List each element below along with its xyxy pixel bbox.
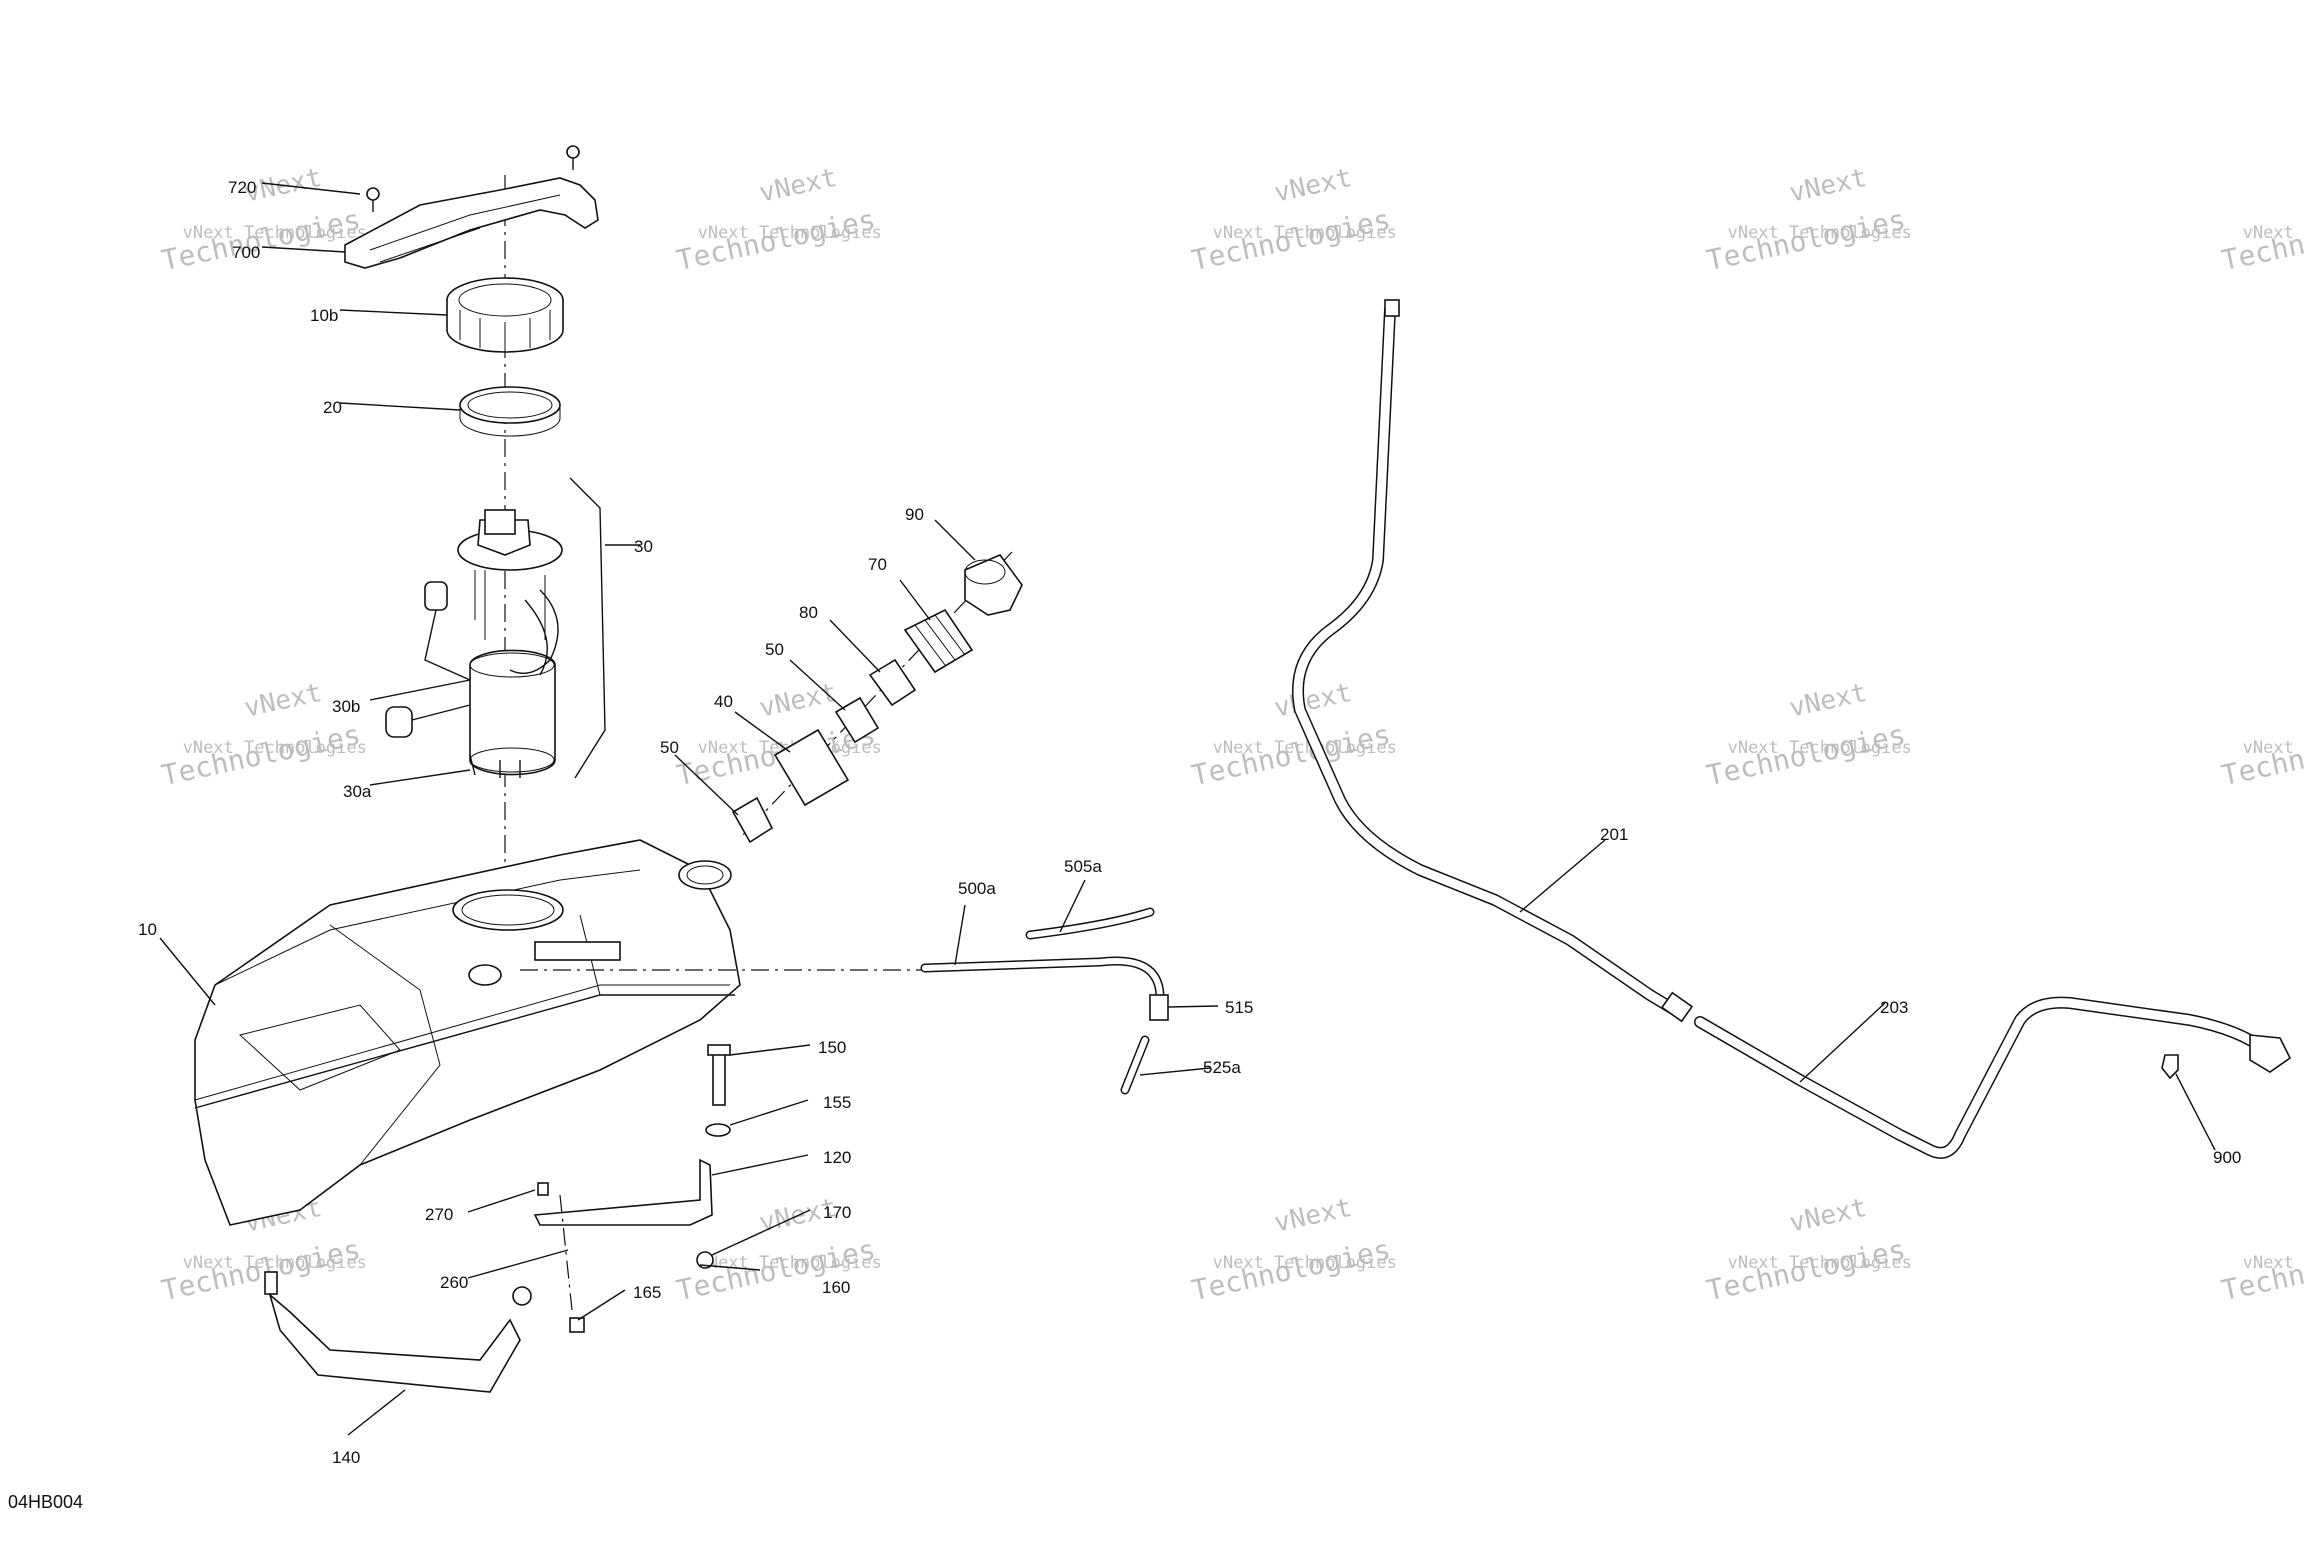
fuel-line-203 bbox=[1694, 996, 2292, 1159]
watermark-text: vNext bbox=[2302, 678, 2304, 724]
label-720: 720 bbox=[228, 178, 256, 197]
bolt-150 bbox=[707, 1044, 731, 1106]
washer-155 bbox=[705, 1123, 731, 1137]
screw-165 bbox=[569, 1317, 585, 1333]
watermark-text: vNext Technologies bbox=[1728, 738, 1912, 758]
fuel-line-201 bbox=[1292, 299, 1694, 1023]
label-50-top: 50 bbox=[765, 640, 784, 659]
watermark-text: vNext bbox=[1787, 163, 1870, 209]
label-20: 20 bbox=[323, 398, 342, 417]
label-170: 170 bbox=[823, 1203, 851, 1222]
watermark-text: vNext Technologies bbox=[698, 1253, 882, 1273]
hose-525a bbox=[1120, 1035, 1150, 1095]
watermark-text: vNext bbox=[2302, 1193, 2304, 1239]
label-140: 140 bbox=[332, 1448, 360, 1467]
watermark-text: vNext Technologies bbox=[2243, 1253, 2304, 1273]
watermark-text: vNext Technologies bbox=[1728, 1253, 1912, 1273]
watermark-text: vNext bbox=[2302, 163, 2304, 209]
vent-hose-500a bbox=[920, 956, 1165, 1000]
watermark-text: vNext Technologies bbox=[2243, 738, 2304, 758]
label-30: 30 bbox=[634, 537, 653, 556]
label-500a: 500a bbox=[958, 879, 996, 898]
watermark-text: vNext Technologies bbox=[183, 223, 367, 243]
group-bracket-30 bbox=[569, 477, 606, 779]
diagram-reference-code: 04HB004 bbox=[8, 1492, 84, 1512]
label-505a: 505a bbox=[1064, 857, 1102, 876]
label-525a: 525a bbox=[1203, 1058, 1241, 1077]
fuel-pump-module-30 bbox=[385, 509, 563, 778]
fuel-tank-10 bbox=[194, 839, 741, 1226]
label-50-bottom: 50 bbox=[660, 738, 679, 757]
watermark-text: vNext Technologies bbox=[698, 223, 882, 243]
label-201: 201 bbox=[1600, 825, 1628, 844]
filler-neck-parts bbox=[731, 551, 1023, 844]
watermark-text: vNext Technologies bbox=[1213, 738, 1397, 758]
label-40: 40 bbox=[714, 692, 733, 711]
label-150: 150 bbox=[818, 1038, 846, 1057]
gasket-20 bbox=[459, 386, 561, 437]
clip-270 bbox=[537, 1182, 549, 1196]
watermark-text: vNext bbox=[757, 678, 840, 724]
watermark-text: vNext bbox=[1272, 163, 1355, 209]
label-515: 515 bbox=[1225, 998, 1253, 1017]
watermark-text: vNext bbox=[242, 678, 325, 724]
watermark-text: vNext Technologies bbox=[2243, 223, 2304, 243]
clip-900 bbox=[2161, 1054, 2179, 1080]
label-10b: 10b bbox=[310, 306, 338, 325]
tank-strap-140 bbox=[264, 1271, 532, 1393]
label-700: 700 bbox=[232, 243, 260, 262]
lock-ring-10b bbox=[446, 277, 564, 353]
label-155: 155 bbox=[823, 1093, 851, 1112]
watermark-text: vNext Technologies bbox=[183, 738, 367, 758]
label-120: 120 bbox=[823, 1148, 851, 1167]
fuel-pump-assembly-drawing bbox=[194, 145, 1169, 1393]
label-900: 900 bbox=[2213, 1148, 2241, 1167]
leader-lines bbox=[159, 182, 2216, 1436]
watermark-text: vNext bbox=[1787, 678, 1870, 724]
watermark-text: vNext bbox=[1787, 1193, 1870, 1239]
screw-720 bbox=[366, 145, 580, 212]
label-70: 70 bbox=[868, 555, 887, 574]
watermark-text: vNext bbox=[1272, 1193, 1355, 1239]
tank-strap-120 bbox=[533, 1158, 713, 1226]
label-165: 165 bbox=[633, 1283, 661, 1302]
label-270: 270 bbox=[425, 1205, 453, 1224]
watermark-text: vNext Technologies bbox=[183, 1253, 367, 1273]
hose-505a bbox=[1025, 907, 1155, 940]
label-160: 160 bbox=[822, 1278, 850, 1297]
watermark-text: vNext Technologies bbox=[1728, 223, 1912, 243]
nut-170 bbox=[696, 1251, 714, 1269]
watermark-text: vNext Technologies bbox=[1213, 223, 1397, 243]
watermark-text: vNext Technologies bbox=[1213, 1253, 1397, 1273]
retaining-bracket-700 bbox=[344, 177, 599, 269]
label-260: 260 bbox=[440, 1273, 468, 1292]
label-30a: 30a bbox=[343, 782, 372, 801]
label-90: 90 bbox=[905, 505, 924, 524]
label-30b: 30b bbox=[332, 697, 360, 716]
label-80: 80 bbox=[799, 603, 818, 622]
watermark-text: vNext bbox=[757, 163, 840, 209]
label-10: 10 bbox=[138, 920, 157, 939]
watermark-text: vNext bbox=[1272, 678, 1355, 724]
label-203: 203 bbox=[1880, 998, 1908, 1017]
check-valve-515 bbox=[1149, 994, 1169, 1021]
part-labels: 720 700 10b 20 30 30b 30a 90 70 80 50 40… bbox=[138, 178, 2241, 1467]
